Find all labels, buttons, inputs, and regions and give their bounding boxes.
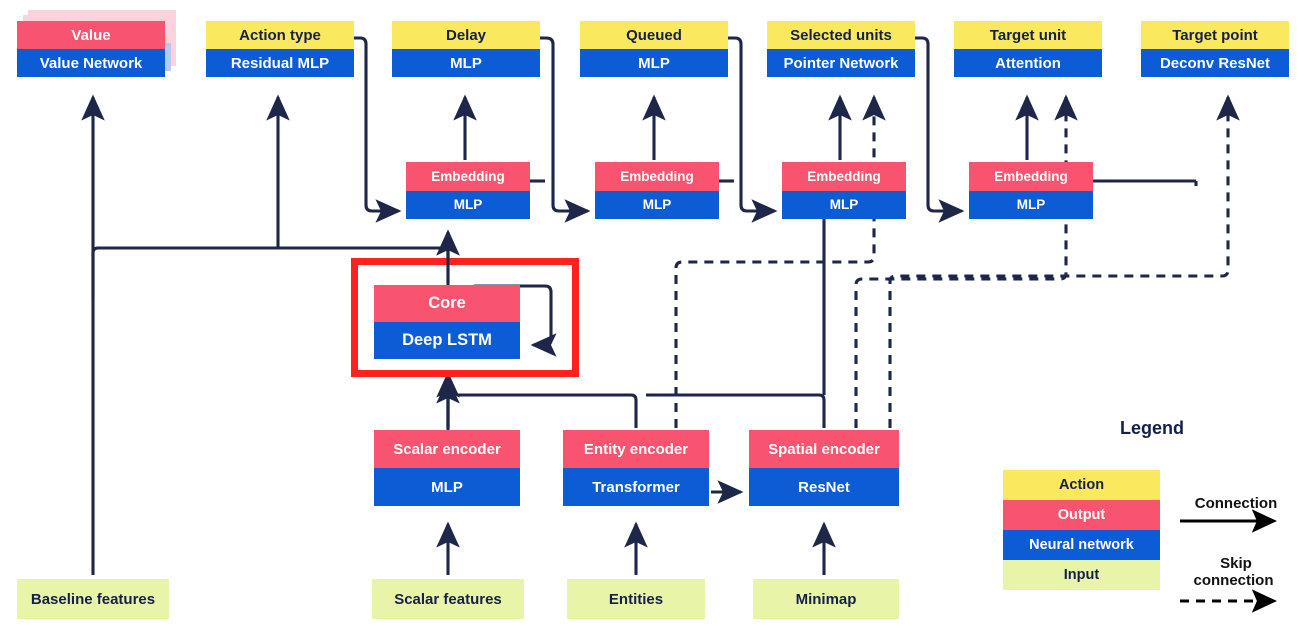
spatial-encoder[interactable]: Spatial encoder ResNet: [749, 430, 899, 506]
core-network: Deep LSTM: [374, 322, 520, 359]
legend-skip-label-line2: connection: [1193, 572, 1274, 589]
legend-title: Legend: [1119, 418, 1184, 438]
head-queued[interactable]: Queued MLP: [580, 21, 728, 77]
embedding-delay-output: Embedding: [406, 162, 530, 191]
legend-swatch-input: Input: [1003, 560, 1160, 590]
input-baseline-features-label: Baseline features: [30, 579, 156, 619]
input-scalar-features[interactable]: Scalar features: [372, 579, 524, 619]
embedding-queued-network: MLP: [595, 190, 719, 219]
input-minimap-label: Minimap: [753, 579, 899, 619]
head-selected-units-action: Selected units: [767, 21, 915, 49]
core-output: Core: [374, 285, 520, 322]
input-minimap[interactable]: Minimap: [753, 579, 899, 619]
scalar-encoder[interactable]: Scalar encoder MLP: [374, 430, 520, 506]
edge-queued-to-selunits: [728, 36, 778, 223]
legend-connection-label: Connection: [1194, 495, 1278, 512]
legend-swatch-neural-network-label: Neural network: [1029, 537, 1134, 553]
head-action-type-network: Residual MLP: [206, 49, 354, 77]
core-block[interactable]: Core Deep LSTM: [374, 285, 520, 359]
spatial-encoder-network: ResNet: [749, 468, 899, 506]
scalar-encoder-network: MLP: [374, 468, 520, 506]
spatial-encoder-output: Spatial encoder: [749, 430, 899, 468]
embedding-target-unit-network: MLP: [969, 190, 1093, 219]
embedding-target-unit-output: Embedding: [969, 162, 1093, 191]
head-target-unit-action: Target unit: [954, 21, 1102, 49]
input-scalar-features-label: Scalar features: [372, 579, 524, 619]
head-selected-units-network: Pointer Network: [767, 49, 915, 77]
entity-encoder-network: Transformer: [563, 468, 709, 506]
scalar-encoder-output: Scalar encoder: [374, 430, 520, 468]
edge-actiontype-to-delay: [354, 36, 402, 223]
input-baseline-features[interactable]: Baseline features: [17, 579, 169, 619]
input-entities[interactable]: Entities: [567, 579, 705, 619]
head-selected-units[interactable]: Selected units Pointer Network: [767, 21, 915, 77]
skip-entity-to-selected-units: [674, 97, 876, 428]
legend-swatch-output: Output: [1003, 500, 1160, 530]
entity-encoder-output: Entity encoder: [563, 430, 709, 468]
entity-encoder[interactable]: Entity encoder Transformer: [563, 430, 709, 506]
embedding-target-unit[interactable]: Embedding MLP: [969, 162, 1093, 219]
head-target-point[interactable]: Target point Deconv ResNet: [1141, 21, 1289, 77]
legend-swatch-neural-network: Neural network: [1003, 530, 1160, 560]
edge-selunits-to-targetunit: [915, 36, 965, 223]
legend-swatch-action-label: Action: [1058, 477, 1105, 493]
embedding-delay[interactable]: Embedding MLP: [406, 162, 530, 219]
edge-spatial-to-bus: [646, 393, 826, 428]
head-delay-network: MLP: [392, 49, 540, 77]
head-action-type[interactable]: Action type Residual MLP: [206, 21, 354, 77]
legend-swatch-output-label: Output: [1057, 507, 1106, 523]
head-queued-network: MLP: [580, 49, 728, 77]
head-target-point-action: Target point: [1141, 21, 1289, 49]
edge-delay-to-queued: [540, 36, 591, 223]
legend-skip-label-line1: Skip: [1220, 555, 1252, 572]
legend-swatch-action: Action: [1003, 470, 1160, 500]
head-value-network: Value Network: [17, 49, 165, 77]
head-value-action: Value: [17, 21, 165, 49]
embedding-selected-units-network: MLP: [782, 190, 906, 219]
embedding-queued-output: Embedding: [595, 162, 719, 191]
head-value[interactable]: Value Value Network: [17, 21, 165, 77]
head-delay[interactable]: Delay MLP: [392, 21, 540, 77]
edge-entity-to-bus: [458, 393, 638, 428]
skip-spatial-to-target-point: [888, 97, 1230, 428]
head-action-type-action: Action type: [206, 21, 354, 49]
head-target-unit-network: Attention: [954, 49, 1102, 77]
head-target-unit[interactable]: Target unit Attention: [954, 21, 1102, 77]
head-queued-action: Queued: [580, 21, 728, 49]
embedding-selected-units-output: Embedding: [782, 162, 906, 191]
embedding-queued[interactable]: Embedding MLP: [595, 162, 719, 219]
head-delay-action: Delay: [392, 21, 540, 49]
head-target-point-network: Deconv ResNet: [1141, 49, 1289, 77]
input-entities-label: Entities: [567, 579, 705, 619]
embedding-selected-units[interactable]: Embedding MLP: [782, 162, 906, 219]
embedding-delay-network: MLP: [406, 190, 530, 219]
legend-swatch-input-label: Input: [1063, 567, 1100, 583]
